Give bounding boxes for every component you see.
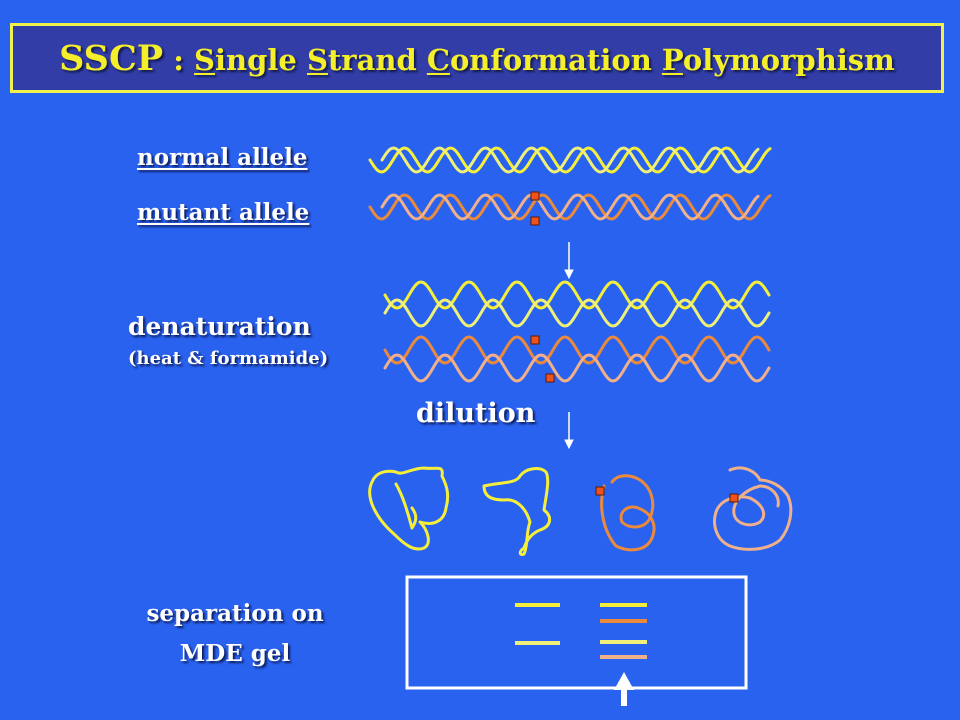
normal-allele-label: normal allele: [137, 144, 308, 171]
title-separator: :: [163, 42, 195, 77]
normal-strand-1: [368, 146, 772, 174]
mutation-marker-icon: [530, 191, 540, 201]
dilution-label: dilution: [416, 398, 536, 429]
separation-label-line2: MDE gel: [179, 640, 291, 667]
title-banner: SSCP : Single Strand Conformation Polymo…: [10, 23, 944, 93]
mutant-conformation-1: [600, 474, 656, 552]
mutant-conformation-2: [713, 466, 793, 551]
denatured-normal-strand-2: [383, 298, 771, 328]
mutation-marker-icon: [729, 493, 739, 503]
loading-arrow-icon: [614, 672, 634, 706]
denatured-mutant-strand-2: [383, 353, 771, 383]
title-abbreviation: SSCP: [59, 37, 164, 79]
mutation-marker-icon: [530, 335, 540, 345]
mutant-allele-label: mutant allele: [137, 199, 310, 226]
separation-label-line1: separation on: [146, 600, 324, 627]
down-arrow-icon: [564, 242, 574, 280]
denatured-mutant-strands: [383, 335, 771, 383]
normal-strand-2: [380, 146, 760, 174]
slide-title: SSCP : Single Strand Conformation Polymo…: [59, 38, 895, 79]
mde-gel: [405, 575, 748, 690]
denatured-normal-strands: [383, 280, 771, 328]
normal-allele-double-helix: [368, 146, 772, 174]
mutant-strand-2: [380, 193, 760, 221]
title-word: Strand: [306, 42, 427, 77]
gel-frame: [405, 575, 748, 690]
title-word: Polymorphism: [661, 42, 895, 77]
title-word: Conformation: [426, 42, 662, 77]
single-strand-conformations: [368, 466, 793, 556]
denaturation-detail-label: (heat & formamide): [128, 348, 329, 369]
denaturation-label: denaturation: [128, 312, 311, 341]
denatured-mutant-strand-1: [383, 335, 771, 365]
mutant-strand-1: [368, 193, 772, 221]
mutant-allele-double-helix: [368, 193, 772, 221]
normal-conformation-1: [368, 466, 450, 551]
mutation-marker-icon: [595, 486, 605, 496]
normal-conformation-2: [482, 467, 551, 556]
denatured-normal-strand-1: [383, 280, 771, 310]
mutation-marker-icon: [530, 216, 540, 226]
down-arrow-icon: [564, 412, 574, 450]
mutation-marker-icon: [545, 373, 555, 383]
title-word: Single: [194, 42, 307, 77]
